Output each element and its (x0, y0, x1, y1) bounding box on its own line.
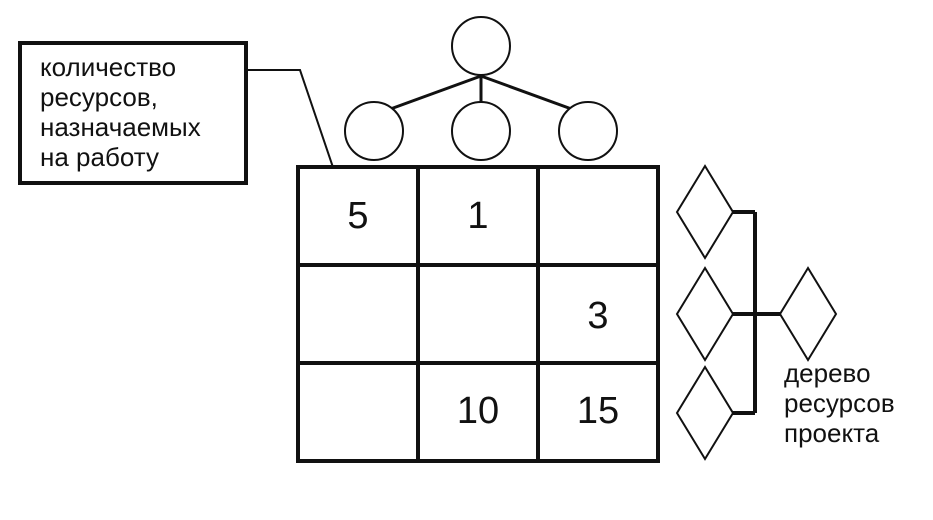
matrix-cell-r3c3: 15 (576, 390, 620, 432)
work-tree-child-node-left (344, 101, 404, 161)
resource-tree-root-node (778, 266, 838, 362)
resource-tree-node-bottom (675, 365, 735, 461)
matrix-cell-r3c2: 10 (456, 390, 500, 432)
matrix-cell-r2c3: 3 (587, 295, 609, 337)
resource-tree-label: дерево ресурсов проекта (784, 358, 895, 448)
callout-box (18, 41, 248, 185)
matrix-cell-r1c1: 5 (347, 195, 369, 237)
callout-leader-line (246, 69, 341, 189)
matrix-cell-r1c2: 1 (467, 195, 489, 237)
resource-tree-node-middle (675, 266, 735, 362)
work-tree-child-node-center (451, 101, 511, 161)
resource-tree-node-top (675, 164, 735, 260)
resource-matrix-border (296, 165, 660, 463)
work-tree-root-node (451, 16, 511, 76)
callout-label: количество ресурсов, назначаемых на рабо… (40, 52, 201, 172)
work-tree-child-node-right (558, 101, 618, 161)
